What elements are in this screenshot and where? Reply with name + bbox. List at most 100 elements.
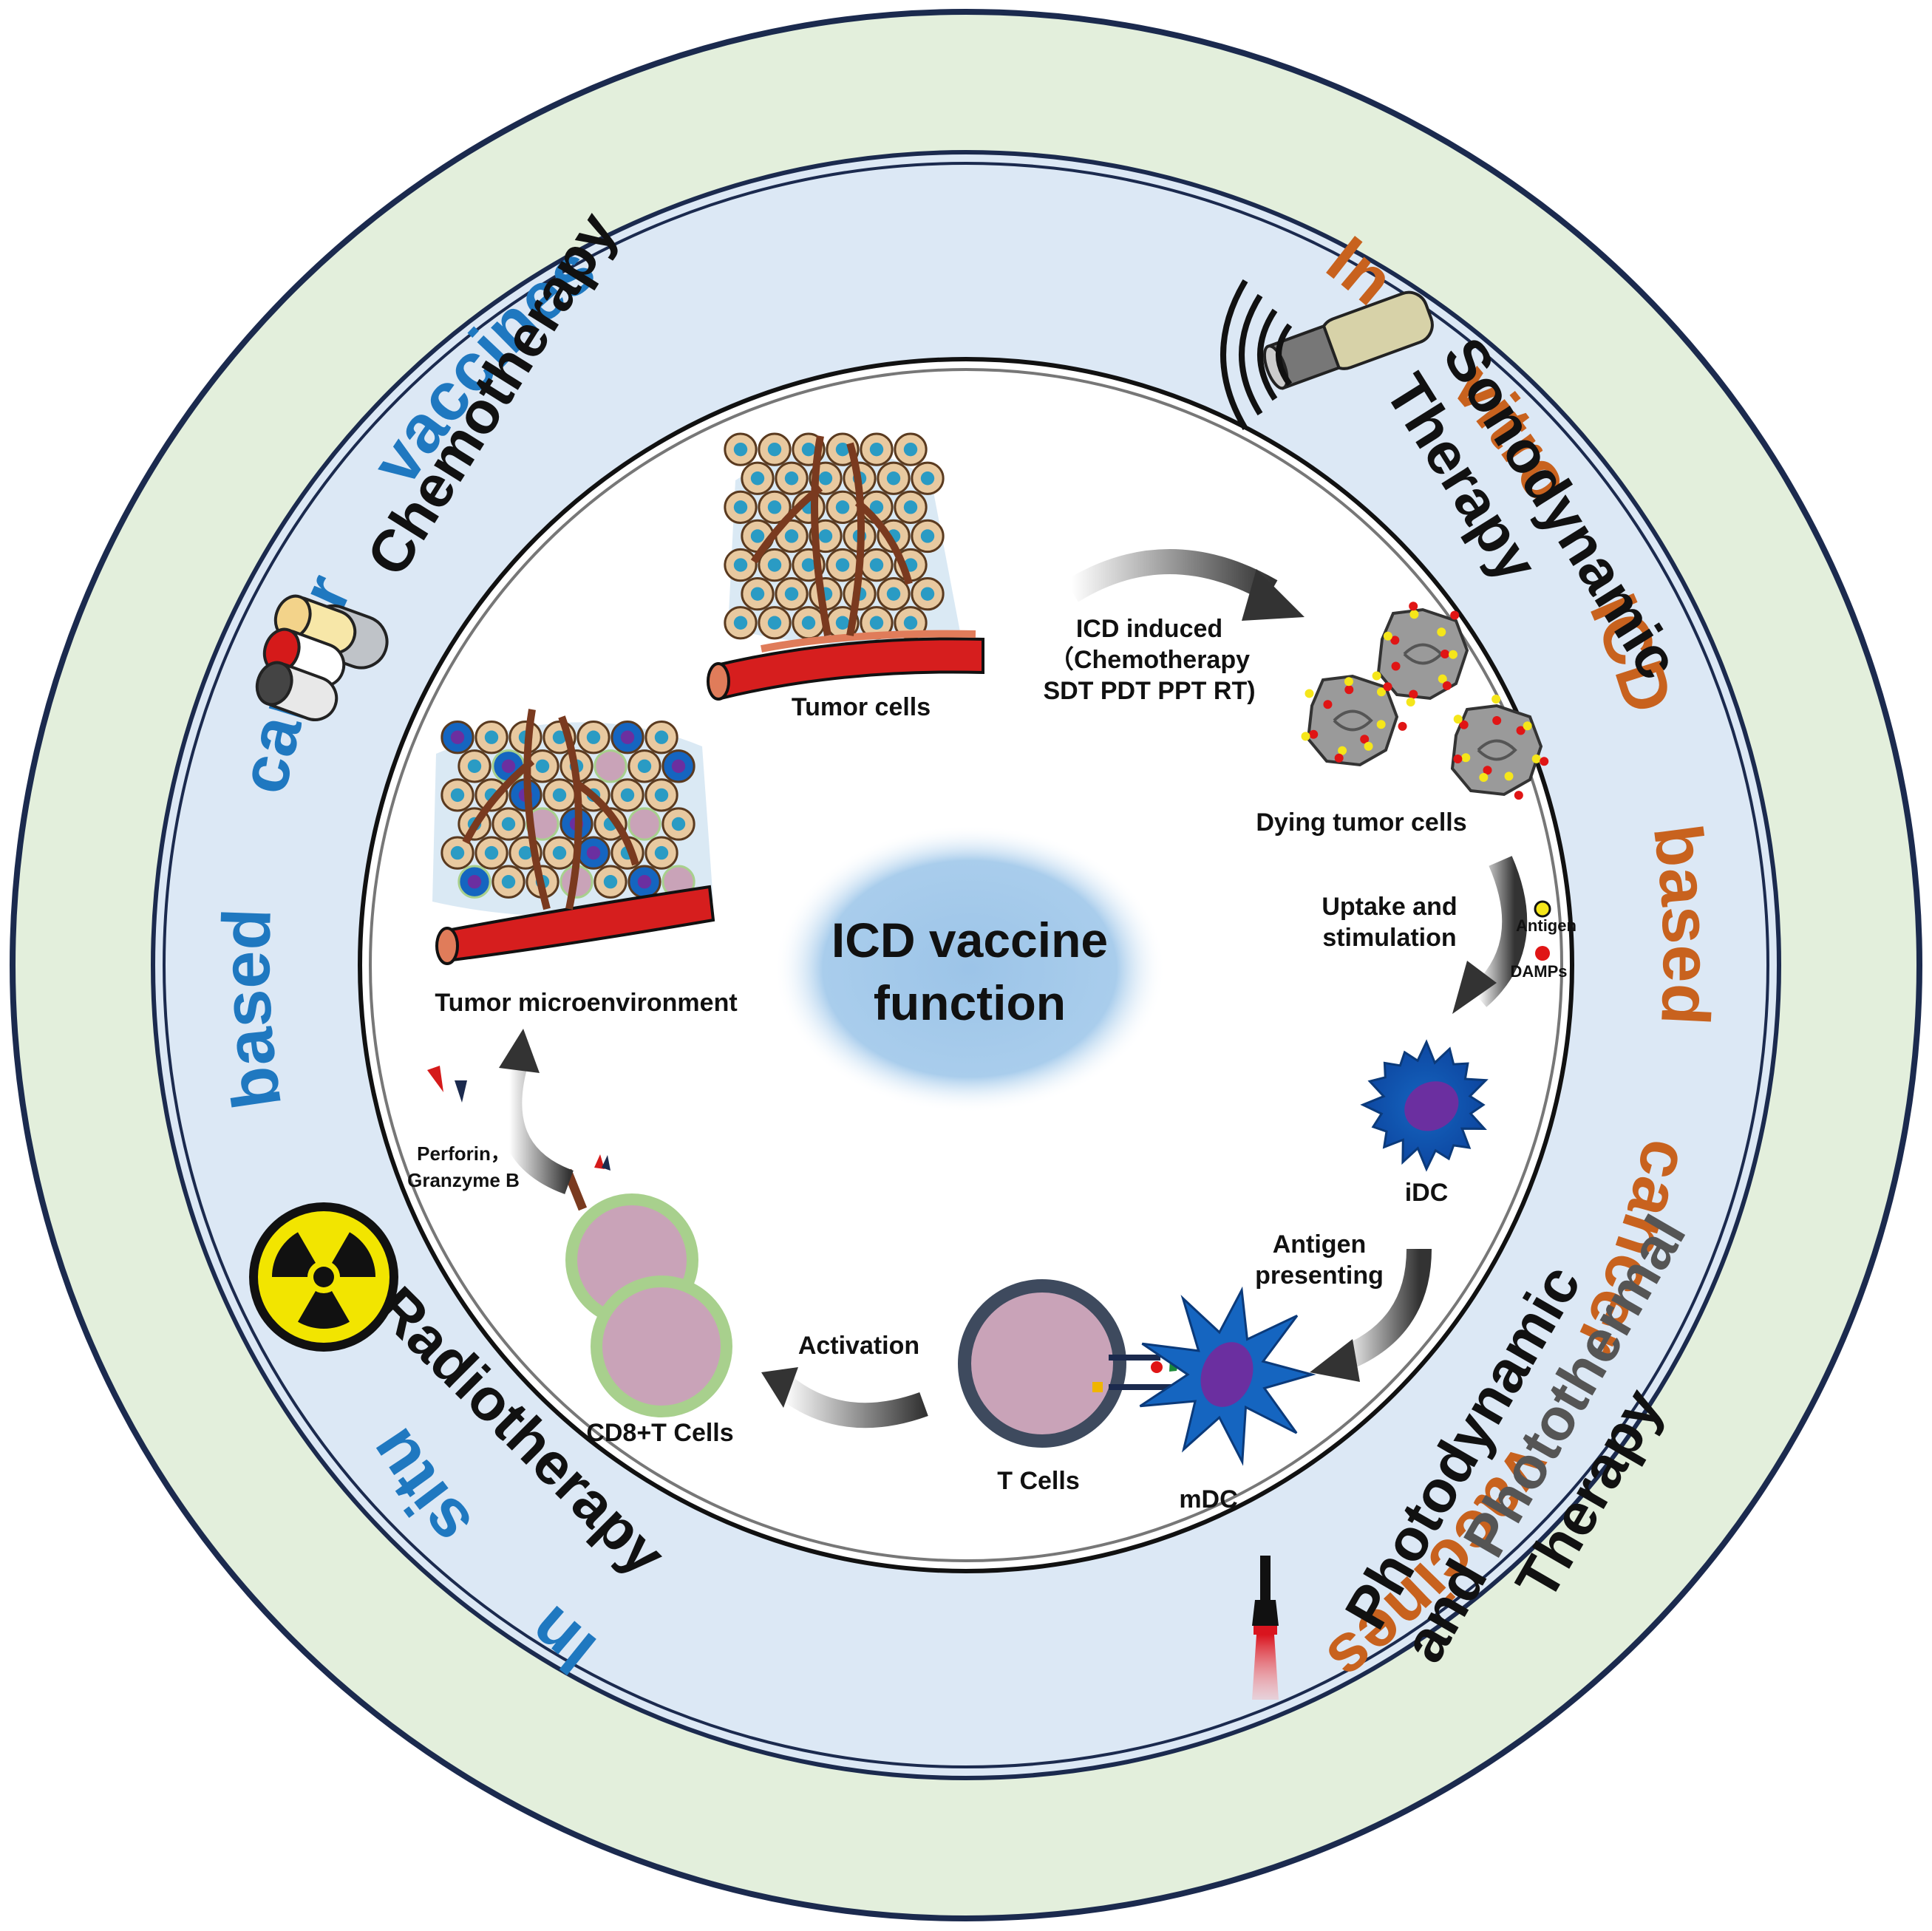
damp-dot [1383,682,1392,692]
damp-dot [1442,681,1452,690]
icd-induced-line1: ICD induced [1076,615,1222,643]
antigen-dot [1376,687,1386,697]
t-cell-mdc-synapse [958,1279,1316,1466]
cell-nucleus [450,845,465,860]
arrow-head-activation [761,1367,798,1408]
damp-dot [1344,685,1354,695]
cell-nucleus [518,845,533,860]
radiation-icon [249,1202,398,1352]
antigen-dot [1523,721,1532,731]
damp-dot [1540,757,1549,766]
cell-nucleus [467,759,482,774]
cell-nucleus [603,875,618,889]
cell-nucleus [467,875,482,889]
cell-nucleus [637,817,652,831]
t-cells-label: T Cells [997,1467,1079,1495]
cell-nucleus [767,442,782,457]
cell-nucleus [501,759,516,774]
idc-label: iDC [1405,1179,1449,1207]
center-title-line1: ICD vaccine [831,913,1108,967]
cell-nucleus [920,529,935,543]
antigen-dot [1438,674,1447,684]
cell-nucleus [552,730,567,744]
dying-tumor-cells-illustration [1301,602,1549,800]
cell-nucleus [733,558,748,572]
damps-legend-label: DAMPs [1510,962,1567,981]
antigen-dot [1409,610,1419,619]
tumor-microenvironment-illustration [432,709,715,965]
antigen-dot [1364,741,1373,751]
damps-legend-marker [1535,946,1550,961]
antigen-dot [1305,689,1314,698]
cell-nucleus [903,442,918,457]
middle-ring-inner-line [163,162,1769,1768]
icd-induced-line3: SDT PDT PPT RT) [1043,677,1255,705]
damp-dot [1441,650,1449,658]
antigen-dot [1448,650,1457,659]
cell-nucleus [818,529,833,543]
cell-nucleus [750,471,765,486]
damp-dot [1391,661,1401,671]
arrow-head-uptake [1452,961,1497,1014]
cell-nucleus [750,587,765,601]
damp-dot [1323,700,1333,709]
uptake-line1: Uptake and [1322,893,1457,921]
damp-dot [1514,791,1523,800]
idc-cell [1360,1039,1489,1172]
cell-nucleus [733,442,748,457]
tumor-cells-label: Tumor cells [792,693,931,721]
cell-nucleus [920,587,935,601]
arrow-activation [775,1375,928,1428]
antigen-dot [1301,732,1310,741]
mdc-cell [1139,1286,1316,1466]
antigen-dot [1383,631,1392,641]
antigen-legend-marker [1534,900,1551,918]
perforin-line2: Granzyme B [407,1169,520,1191]
cell-nucleus [801,616,816,630]
antigen-dot [1344,677,1353,687]
damp-dot [1334,753,1344,763]
cd8-t-cells-illustration [562,1154,732,1417]
activation-label: Activation [798,1332,919,1360]
center-title-line2: function [874,975,1066,1030]
laser-flashlight-icon [1252,1556,1279,1700]
cell-nucleus [869,616,884,630]
dying-tumor-cells-label: Dying tumor cells [1256,808,1466,837]
cell-nucleus [733,500,748,514]
icd-induced-line2: （Chemotherapy [1049,645,1250,674]
cell-nucleus [450,788,465,803]
cell-nucleus [501,875,516,889]
cell-nucleus [903,616,918,630]
tumor-cells-illustration [707,432,984,701]
inner-circle-line [369,368,1563,1562]
cell-nucleus [801,442,816,457]
antigen-presenting-line2: presenting [1255,1261,1384,1290]
cell-nucleus [586,845,601,860]
cell-nucleus [869,442,884,457]
uptake-line2: stimulation [1322,924,1456,952]
damp-dot [1492,716,1502,726]
cell-nucleus [835,500,850,514]
cell-nucleus [535,759,550,774]
tumor-microenvironment-label: Tumor microenvironment [435,989,737,1017]
mdc-label: mDC [1179,1485,1237,1513]
cell-nucleus [835,442,850,457]
damp-dot [1459,720,1469,729]
cell-nucleus [654,845,669,860]
antigen-dot [1531,754,1541,763]
antigen-dot [1461,753,1471,763]
cell-nucleus [801,558,816,572]
cell-nucleus [818,471,833,486]
cell-nucleus [654,788,669,803]
cell-nucleus [903,500,918,514]
damp-dot [1309,729,1319,739]
antigen-legend-label: Antigen [1516,916,1576,935]
arrow-head-icd-induced [1242,569,1305,621]
antigen-dot [1491,695,1501,704]
cell-nucleus [835,558,850,572]
antigen-dot [1372,671,1381,681]
cell-nucleus [654,730,669,744]
cell-nucleus [552,788,567,803]
cell-nucleus [620,788,635,803]
antigen-dot [1504,772,1514,781]
